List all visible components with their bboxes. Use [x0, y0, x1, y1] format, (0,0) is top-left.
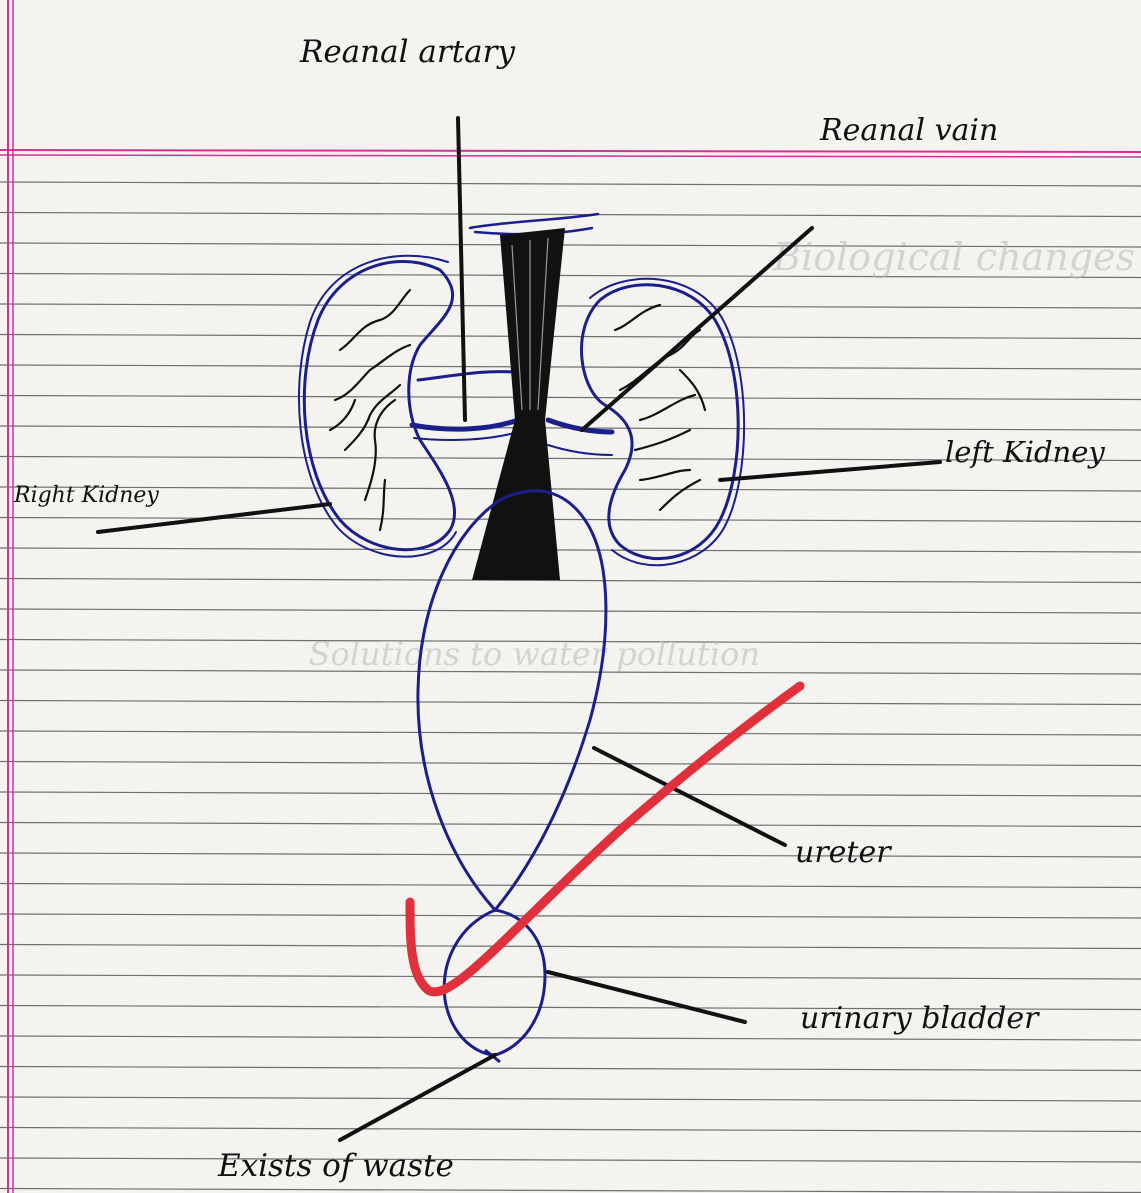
label-right-kidney: Right Kidney: [13, 483, 159, 508]
ruled-line: [0, 182, 1141, 186]
bleed-heading-1: Biological changes: [772, 235, 1135, 279]
ruled-line: [0, 701, 1141, 705]
ruled-line: [0, 1036, 1141, 1040]
ruled-line: [0, 335, 1141, 339]
labels: Reanal artary Reanal vain left Kidney Ri…: [13, 34, 1105, 1184]
ruled-line: [0, 853, 1141, 857]
ruled-line: [0, 945, 1141, 949]
right-kidney-outline-2: [299, 256, 456, 557]
ruled-line: [0, 1158, 1141, 1162]
ruled-line: [0, 884, 1141, 888]
ruled-line: [0, 914, 1141, 918]
ruled-line: [0, 213, 1141, 217]
ruled-line: [0, 1189, 1141, 1193]
ruled-line: [0, 1097, 1141, 1101]
renal-vessel-right-lower: [548, 445, 612, 455]
ruled-line: [0, 1067, 1141, 1071]
ruled-line: [0, 396, 1141, 400]
right-kidney-vessels: [330, 290, 410, 530]
ruled-line: [0, 579, 1141, 583]
ruled-line: [0, 792, 1141, 796]
vessel-top-rim: [470, 214, 598, 234]
ruled-line: [0, 823, 1141, 827]
label-renal-artery: Reanal artary: [299, 34, 515, 70]
ruled-line: [0, 518, 1141, 522]
renal-vessel-lower-2: [414, 432, 518, 440]
label-urinary-bladder: urinary bladder: [800, 1001, 1040, 1036]
ruled-line: [0, 762, 1141, 766]
ruled-line: [0, 365, 1141, 369]
label-left-kidney: left Kidney: [945, 435, 1105, 469]
renal-vessel-right-upper: [548, 420, 612, 432]
leader-bladder: [548, 972, 745, 1022]
left-kidney-outline-2: [590, 279, 744, 565]
label-ureter: ureter: [795, 835, 892, 870]
ruled-line: [0, 609, 1141, 613]
ruled-line: [0, 731, 1141, 735]
leader-left-kidney: [720, 462, 940, 480]
ruled-lines: [0, 182, 1141, 1193]
label-exit: Exists of waste: [217, 1148, 454, 1184]
central-vessel: [472, 228, 565, 580]
left-kidney: [581, 285, 738, 559]
ruled-line: [0, 304, 1141, 308]
renal-vessel-upper: [418, 372, 515, 380]
bleed-heading-2: Solutions to water pollution: [309, 635, 760, 673]
label-renal-vein: Reanal vain: [819, 113, 998, 148]
ruled-line: [0, 548, 1141, 552]
ruled-line: [0, 487, 1141, 491]
ruled-line: [0, 1128, 1141, 1132]
